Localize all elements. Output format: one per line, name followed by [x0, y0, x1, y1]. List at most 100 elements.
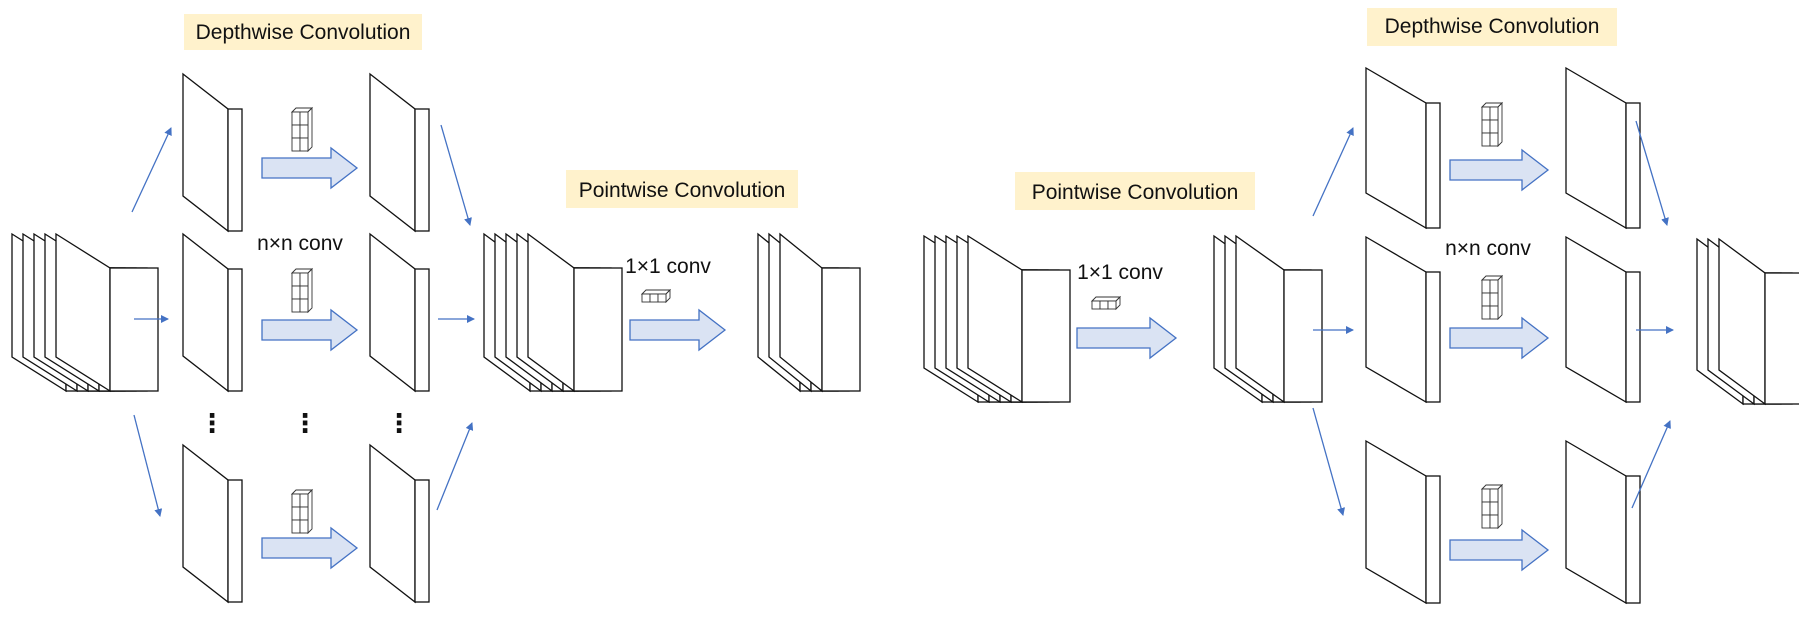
right-dw-arrow-bot	[1449, 528, 1550, 572]
slice-front	[414, 268, 430, 392]
left-concat-stack	[483, 232, 623, 393]
slice-front	[573, 267, 623, 392]
slice-side	[1365, 66, 1427, 230]
kernel-side	[307, 488, 313, 535]
kernel-cell	[291, 298, 301, 313]
right-pw-kernel	[1090, 295, 1122, 311]
right-output-stack	[1696, 237, 1799, 406]
left-pointwise-title: Pointwise Convolution	[579, 179, 786, 202]
left-depthwise-title-bg	[184, 14, 422, 50]
kernel-cell	[1489, 106, 1499, 121]
kernel-cell	[1481, 119, 1491, 134]
right-pointwise-title: Pointwise Convolution	[1032, 181, 1239, 204]
kernel-cell	[1099, 300, 1109, 310]
kernel-cell	[299, 519, 309, 534]
arrows	[131, 120, 1674, 572]
ellipsis-kernels: ⋮	[292, 408, 318, 438]
slice-side	[369, 443, 416, 604]
right-dw-input-top	[1365, 66, 1441, 230]
kernels	[290, 101, 1504, 535]
slice-front	[1425, 271, 1441, 403]
kernel-cell	[1481, 106, 1491, 121]
slice-front	[1021, 269, 1071, 403]
left-dw-kernel-mid	[290, 267, 314, 314]
kernel-cell	[1107, 300, 1117, 310]
right-dw-output-mid	[1565, 235, 1641, 404]
kernel-cell	[299, 137, 309, 152]
kernel-cell	[291, 506, 301, 521]
slice-side	[1565, 235, 1627, 404]
left-pw-kernel	[640, 288, 672, 304]
left-merge-bot	[436, 422, 474, 511]
slice-front	[1625, 102, 1641, 229]
slice-side	[369, 232, 416, 393]
left-merge-top	[440, 124, 472, 226]
kernel-cell	[657, 293, 667, 303]
kernel-cell	[1481, 305, 1491, 320]
kernel-cell	[1091, 300, 1101, 310]
right-dw-kernel-top	[1480, 101, 1504, 148]
left-dw-kernel-bot	[290, 488, 314, 535]
left-dw-output-bot	[369, 443, 430, 604]
slice-front	[1764, 272, 1799, 405]
right-depthwise-op-label: n×n conv	[1445, 237, 1531, 260]
left-dw-arrow-mid	[261, 308, 359, 352]
kernel-side	[1497, 101, 1503, 148]
right-merge-top	[1635, 120, 1669, 226]
kernel-cell	[291, 285, 301, 300]
slice-front	[227, 268, 243, 392]
feature-map-blocks	[11, 66, 1799, 605]
kernel-side	[1497, 483, 1503, 530]
kernel-cell	[299, 506, 309, 521]
right-pointwise-op-label: 1×1 conv	[1077, 261, 1163, 284]
kernel-cell	[291, 519, 301, 534]
kernel-cell	[641, 293, 651, 303]
left-dw-arrow-bot	[261, 526, 359, 570]
kernel-cell	[1489, 279, 1499, 294]
right-input-stack	[923, 234, 1071, 404]
kernel-side	[307, 106, 313, 153]
kernel-top	[1090, 296, 1122, 302]
right-pw-arrow	[1076, 316, 1178, 360]
left-pointwise-op-label: 1×1 conv	[625, 255, 711, 278]
kernel-cell	[649, 293, 659, 303]
right-dw-arrow-top	[1449, 148, 1550, 192]
kernel-cell	[1489, 488, 1499, 503]
slice-front	[821, 267, 861, 392]
right-split-up	[1312, 127, 1354, 217]
kernel-cell	[1489, 132, 1499, 147]
left-depthwise-op-label: n×n conv	[257, 232, 343, 255]
left-dw-input-mid	[182, 232, 243, 393]
slice-front	[227, 108, 243, 232]
right-dw-output-top	[1565, 66, 1641, 230]
kernel-cell	[1489, 305, 1499, 320]
slice-front	[227, 479, 243, 603]
right-depthwise-title: Depthwise Convolution	[1385, 15, 1600, 38]
right-split-down	[1312, 407, 1345, 516]
ellipsis-input-channels: ⋮	[199, 408, 225, 438]
left-output-stack	[757, 232, 861, 393]
left-dw-output-top	[369, 72, 430, 233]
right-pointwise-title-bg	[1015, 172, 1255, 210]
kernel-cell	[291, 111, 301, 126]
kernel-cell	[299, 111, 309, 126]
right-merge-bot	[1631, 420, 1671, 509]
kernel-top	[640, 289, 672, 295]
left-input-stack	[11, 232, 159, 393]
slice-side	[182, 232, 229, 393]
right-dw-output-bot	[1565, 439, 1641, 605]
left-split-down	[133, 414, 163, 517]
slice-front	[1425, 102, 1441, 229]
left-depthwise-title: Depthwise Convolution	[196, 21, 411, 44]
right-dw-kernel-bot	[1480, 483, 1504, 530]
kernel-cell	[291, 137, 301, 152]
kernel-cell	[1481, 514, 1491, 529]
slice-front	[1625, 271, 1641, 403]
kernel-side	[307, 267, 313, 314]
slice-front	[1283, 269, 1323, 403]
slice-side	[1565, 439, 1627, 605]
kernel-side	[1497, 274, 1503, 321]
kernel-cell	[1489, 514, 1499, 529]
kernel-cell	[1489, 292, 1499, 307]
